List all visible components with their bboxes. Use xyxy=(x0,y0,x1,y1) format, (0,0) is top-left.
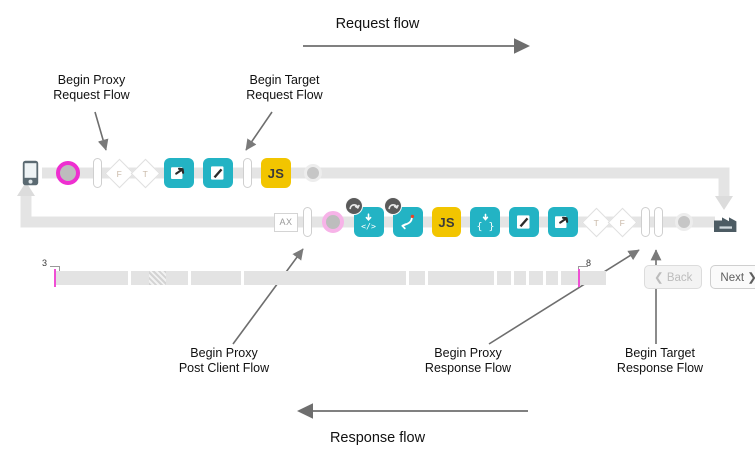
end-marker-circle xyxy=(304,164,322,182)
policy-label: JS xyxy=(267,165,285,181)
begin-target-response-flow-separator[interactable] xyxy=(653,207,663,237)
phone-icon xyxy=(22,160,39,186)
condition-t[interactable]: T xyxy=(130,158,161,188)
code-icon: </> xyxy=(362,212,377,231)
svg-text:{ }: { } xyxy=(476,221,494,232)
request-flow-title: Request flow xyxy=(335,16,420,32)
target-endpoint[interactable] xyxy=(713,211,740,233)
annotation-line-2: Request Flow xyxy=(53,88,130,102)
begin-proxy-response-flow-separator[interactable] xyxy=(640,207,650,237)
annotation-begin-proxy-response-flow: Begin Proxy Response Flow xyxy=(408,346,528,376)
condition-f[interactable]: F xyxy=(104,158,135,188)
timeline-gap xyxy=(128,271,131,285)
curve-arrow-icon xyxy=(349,204,360,210)
flow-separator-bar xyxy=(653,207,663,237)
condition-label: F xyxy=(619,216,626,227)
policy-assign-message[interactable] xyxy=(548,207,578,237)
share-arrow-icon xyxy=(171,167,185,179)
flow-start-marker[interactable] xyxy=(56,161,80,185)
condition-label: F xyxy=(116,167,123,178)
timeline-right-tag: 8 xyxy=(586,258,592,268)
response-flow-title: Response flow xyxy=(329,430,426,446)
annotation-line-2: Response Flow xyxy=(424,361,512,375)
post-client-marker[interactable] xyxy=(322,211,344,233)
analytics-node[interactable]: AX xyxy=(274,212,298,232)
annotation-line-1: Begin Proxy xyxy=(57,73,126,87)
curve-arrow-icon xyxy=(388,204,399,210)
condition-label: T xyxy=(142,167,149,178)
condition-t[interactable]: T xyxy=(581,207,612,237)
policy-json-threat[interactable]: { } xyxy=(470,207,501,237)
ax-label: AX xyxy=(279,217,293,227)
response-badge-icon xyxy=(383,197,402,215)
flow-end-marker[interactable] xyxy=(674,213,693,231)
begin-target-request-flow-separator[interactable] xyxy=(243,158,252,188)
begin-proxy-post-client-flow-separator[interactable] xyxy=(303,207,312,237)
end-marker-circle xyxy=(674,213,693,231)
timeline-gap xyxy=(425,271,428,285)
policy-edit[interactable] xyxy=(509,207,540,237)
response-badge-icon xyxy=(345,197,363,215)
pager: ❮ Back Next ❯ xyxy=(644,265,755,289)
response-flow-row: AX </> xyxy=(270,197,740,244)
flow-separator-bar xyxy=(243,158,252,188)
ax-box: AX xyxy=(274,212,298,232)
svg-text:</>: </> xyxy=(362,221,377,231)
timeline-left-tag: 3 xyxy=(42,258,48,268)
factory-icon xyxy=(713,217,737,232)
request-flow-rail xyxy=(42,167,712,179)
timeline-gap xyxy=(494,271,497,285)
policy-assign-message[interactable] xyxy=(164,158,194,188)
annotation-line-2: Response Flow xyxy=(616,361,704,375)
annotation-line-2: Post Client Flow xyxy=(178,361,270,375)
condition-f[interactable]: F xyxy=(607,207,638,237)
annotation-begin-target-request-flow: Begin Target Request Flow xyxy=(232,73,337,103)
timeline-gap xyxy=(558,271,561,285)
flow-end-marker[interactable] xyxy=(304,164,322,182)
annotation-begin-target-response-flow: Begin Target Response Flow xyxy=(600,346,720,376)
condition-diamond: T xyxy=(130,158,161,188)
condition-label: T xyxy=(593,216,600,227)
braces-icon: { } xyxy=(476,213,494,232)
back-button[interactable]: ❮ Back xyxy=(644,265,703,289)
trace-timeline[interactable]: 3 8 xyxy=(42,258,608,290)
policy-javascript[interactable]: JS xyxy=(261,158,291,188)
route-icon xyxy=(401,214,415,229)
post-client-marker-circle xyxy=(322,211,344,233)
policy-javascript[interactable]: JS xyxy=(431,207,462,237)
condition-diamond: F xyxy=(607,207,638,237)
timeline-gap xyxy=(526,271,529,285)
timeline-gap xyxy=(511,271,514,285)
pencil-icon xyxy=(211,166,224,180)
annotation-begin-proxy-request-flow: Begin Proxy Request Flow xyxy=(39,73,144,103)
begin-proxy-request-flow-separator[interactable] xyxy=(93,158,102,188)
policy-edit[interactable] xyxy=(203,158,233,188)
timeline-gap xyxy=(241,271,244,285)
policy-raise-fault[interactable] xyxy=(383,197,423,237)
timeline-marker-start[interactable] xyxy=(54,269,56,287)
flow-separator-bar xyxy=(640,207,650,237)
timeline-gap xyxy=(543,271,546,285)
client-endpoint[interactable] xyxy=(22,160,39,186)
timeline-gap xyxy=(406,271,409,285)
annotation-begin-proxy-post-client-flow: Begin Proxy Post Client Flow xyxy=(164,346,284,376)
policy-label: JS xyxy=(438,214,455,230)
annotation-line-1: Begin Target xyxy=(249,73,320,87)
next-button[interactable]: Next ❯ xyxy=(710,265,755,289)
annotation-line-1: Begin Target xyxy=(625,346,695,360)
timeline-hatch-segment xyxy=(149,271,166,285)
request-flow-row: F T JS xyxy=(22,151,712,195)
annotation-line-2: Request Flow xyxy=(246,88,323,102)
pencil-icon xyxy=(517,215,530,229)
policy-xml-to-json[interactable]: </> xyxy=(345,197,384,237)
timeline-marker-end[interactable] xyxy=(578,269,580,287)
annotation-line-1: Begin Proxy xyxy=(190,346,258,360)
timeline-track[interactable] xyxy=(54,271,606,285)
annotation-line-1: Begin Proxy xyxy=(434,346,502,360)
timeline-gap xyxy=(188,271,191,285)
flow-separator-bar xyxy=(93,158,102,188)
share-arrow-icon xyxy=(555,216,569,228)
start-marker-circle xyxy=(56,161,80,185)
flow-separator-bar xyxy=(303,207,312,237)
